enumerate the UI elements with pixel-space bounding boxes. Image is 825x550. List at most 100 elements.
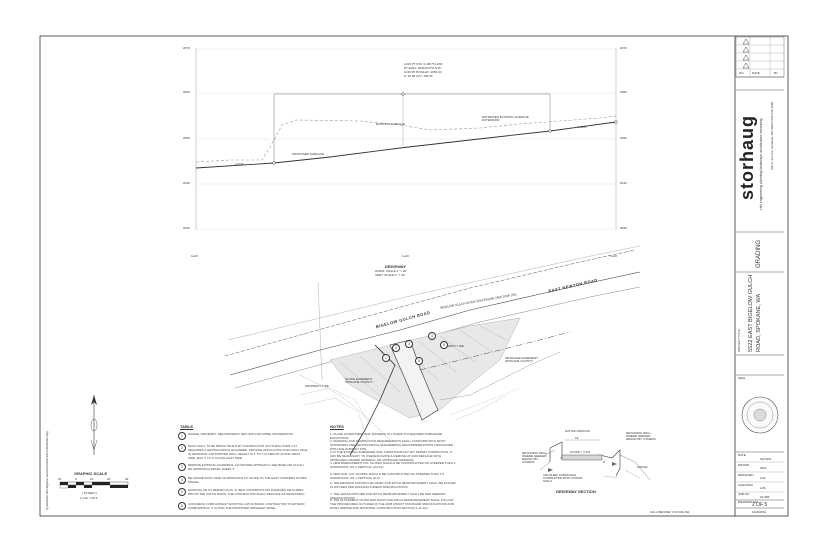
scale-ratio: 1 inch = 20 ft. [80, 496, 99, 500]
table-item-num: 5 [178, 488, 186, 496]
station-2: 1+40 [610, 254, 617, 258]
sheet-number: 2 OF 5 [752, 502, 768, 508]
note-item: 4. NEW EMBANKMENT FILL SLOPES SHOULD BE … [330, 461, 456, 469]
field-value-checked: AJS [760, 486, 766, 490]
note-item: 5. NEW SOIL CUT SLOPES SHOULD BE CONSTRU… [330, 472, 444, 480]
title-block-grid [735, 36, 785, 509]
field-label-date: DATE [738, 453, 746, 457]
firm-logo: storhaug [737, 114, 757, 200]
elev-left-2: 2050 [183, 136, 190, 140]
field-value-designed: AJS [760, 476, 766, 480]
field-label-job: JOB NO. [738, 492, 751, 496]
field-value-drawn: NDS [760, 466, 767, 470]
field-label-designed: DESIGNED [738, 473, 754, 477]
elev-left-3: 2040 [183, 181, 190, 185]
note-item: 7. THE GRASS MIXTURE FOR DITCH REINFORCE… [330, 492, 446, 500]
table-item-text: ROCK WALL TO BE DESIGN BUILD BY CONTRACT… [188, 444, 308, 460]
property-line-label-west: PROPERTY LINE [305, 384, 329, 388]
grade-left-label: 2.61% [235, 162, 244, 166]
scale-units: ( IN FEET ) [82, 491, 98, 495]
elev-left-4: 2030 [183, 226, 190, 230]
profile-title: DRIVEWAY [385, 264, 406, 269]
section-slope: SLOPE = 2.0% [570, 450, 591, 454]
callout-5: 5 [415, 357, 423, 365]
callout-6: 6 [440, 341, 448, 349]
engineer-seal-icon [741, 396, 779, 434]
plan-view [224, 245, 641, 456]
scale-tick-1: 0 [75, 477, 77, 481]
vertical-curve-tangent [273, 93, 551, 163]
profile-v-scale: VERT. SCALE 1" = 10' [375, 273, 406, 277]
elev-right-1: 2060 [620, 90, 627, 94]
north-arrow-icon [90, 395, 98, 455]
grade-right-label: 6.10% [578, 125, 587, 129]
property-line-label-east: PROPERTY LINE [440, 344, 464, 348]
project-title: 5522 EAST BIGELOW GULCH ROAD, SPOKANE, W… [748, 274, 762, 352]
graphic-scale-bar [59, 481, 129, 489]
estimated-existing-label: ESTIMATED EXISTING SURFACE EXTENSION [482, 115, 529, 122]
table-item-text: GRAVEL DRIVEWAY. SEE DRIVEWAY SECTION FO… [188, 432, 294, 436]
elev-right-4: 2030 [620, 226, 627, 230]
table-item-num: 6 [178, 502, 186, 510]
section-width: 16' [575, 436, 579, 440]
note-item: 3. IF THE EXISTING SUBGRADE SOIL CONDITI… [330, 450, 453, 462]
scale-tick-0: 20 [58, 477, 62, 481]
drainage-easement-label: DRAINAGE EASEMENT SPOKANE COUNTY [505, 356, 538, 363]
station-0: 0+00 [191, 254, 198, 258]
scale-tick-2: 10 [90, 477, 94, 481]
table-item-num: 1 [178, 432, 186, 440]
table-item-text: EXISTING CB TO REMAIN AS-IS. IF NEW CONS… [188, 488, 306, 496]
footer-sheet-name: GRADING [752, 510, 767, 514]
callout-1: 1 [382, 354, 390, 362]
proposed-surface-line [195, 121, 617, 169]
section-depth: 6" [603, 460, 606, 464]
callout-2: 2 [392, 344, 400, 352]
sheet-label: DRAWING NO. [738, 500, 759, 504]
proposed-surface-label: PROPOSED SURFACE [292, 152, 325, 156]
table-item-num: 2 [178, 444, 186, 452]
existing-surface-line [195, 115, 617, 163]
firm-services: civil engineering planning landscape arc… [759, 118, 763, 210]
rev-header-no: NO. [739, 71, 745, 75]
rev-header-by: BY [774, 71, 779, 75]
profile-h-scale: HORIZ. SCALE 1" = 20' [375, 269, 407, 273]
table-title: TABLE [180, 424, 194, 429]
note-item: 2. MATERIAL AND COMPACTION REQUIREMENTS … [330, 439, 454, 451]
section-swale: SWALE [637, 465, 648, 469]
station-1: 1+00 [402, 254, 409, 258]
table-item-text: RE-GRADE DUST SIDE OF APPROACH TO SLOPE … [188, 476, 307, 484]
section-retaining-right: RETAINING WALL WHERE NEEDED DESIGN BY OT… [626, 431, 656, 441]
table-item-text: REMOVE EXISTING GUARDRAIL ALONGSIDE APPR… [188, 463, 304, 471]
field-value-date: 02/16/21 [760, 457, 772, 461]
existing-surface-label: EXISTING SURFACE [376, 122, 406, 126]
table-item-num: 3 [178, 463, 186, 471]
scale-tick-3: 20 [107, 477, 111, 481]
elev-right-0: 2070 [620, 46, 627, 50]
table-item-text: CONCRETE CURB ASPHALT EXISTING CATCH BAS… [188, 502, 305, 510]
section-crushed-label: CRUSHED SURFACING COMPACTED WITH ONSITE … [543, 473, 583, 483]
note-item: 8. THE PLACEMENT OF RIP RAP ROCK FOR DIT… [330, 498, 454, 510]
elev-right-2: 2050 [620, 136, 627, 140]
revision-delta-icons [742, 38, 750, 69]
vertical-curve-data: LOW PT STA: 0+38.75 LOW PT ELEV: 2049.83… [404, 62, 443, 78]
section-retaining-left: RETAINING WALL WHERE NEEDED DESIGN BY OT… [522, 451, 547, 464]
profile-grid [195, 48, 617, 230]
elev-right-3: 2040 [620, 181, 627, 185]
note-item: 1. PLACE ACCEPTABLE SOIL MATERIAL IN LAY… [330, 432, 443, 440]
section-title: DRIVEWAY SECTION [556, 489, 596, 494]
rev-header-date: DATE [752, 71, 760, 75]
scale-tick-4: 40 [125, 477, 129, 481]
sheet-name: GRADING [756, 239, 762, 268]
section-native-ground: NATIVE GROUND [565, 429, 590, 433]
elev-left-0: 2070 [183, 46, 190, 50]
callout-3: 3 [405, 340, 413, 348]
call-before-you-dig: CALL BEFORE YOU DIG 811 [650, 510, 690, 514]
field-label-drawn: DRAWN [738, 463, 750, 467]
file-path-text: Q:\2020\20-383 Bigelow Gulch\Civil\20-38… [45, 431, 49, 510]
project-title-label: PROJECT TITLE [737, 329, 741, 352]
field-value-job: 20-383 [760, 495, 770, 499]
callout-4: 4 [428, 332, 436, 340]
table-item-num: 4 [178, 476, 186, 484]
notes-title: NOTES [330, 424, 344, 429]
